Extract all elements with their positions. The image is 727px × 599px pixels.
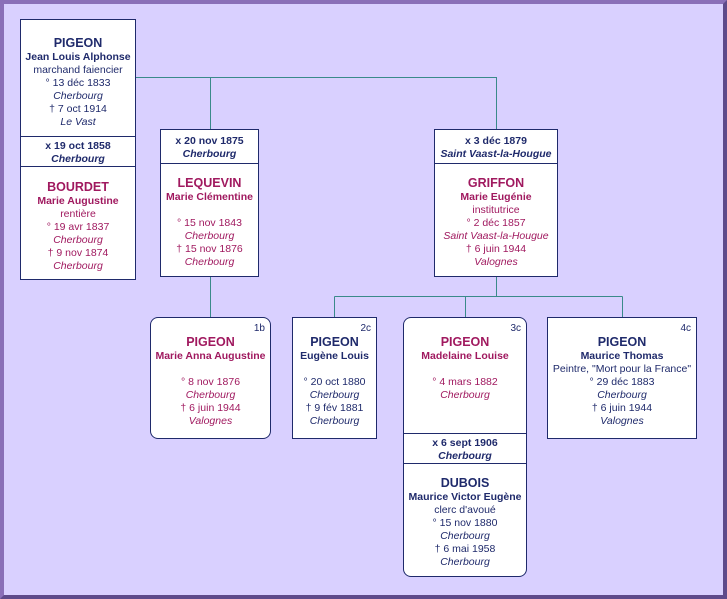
given-names: Marie Augustine <box>37 195 119 207</box>
given-names: Maurice Thomas <box>580 350 664 362</box>
death-place: Cherbourg <box>184 256 235 268</box>
child-index: 2c <box>360 323 371 334</box>
child-index: 3c <box>510 323 521 334</box>
marriage-place: Cherbourg <box>51 153 105 165</box>
death-date: † 7 oct 1914 <box>49 103 107 115</box>
given-names: Marie Anna Augustine <box>155 350 266 362</box>
given-names: Eugène Louis <box>300 350 369 362</box>
surname: PIGEON <box>597 335 647 349</box>
marriage-block: x 19 oct 1858 Cherbourg <box>21 136 135 166</box>
birth-date: ° 8 nov 1876 <box>180 376 241 388</box>
birth-date: ° 15 nov 1880 <box>432 517 498 529</box>
birth-date: ° 15 nov 1843 <box>177 217 242 229</box>
death-date: † 6 juin 1944 <box>465 243 527 255</box>
marriage-block: x 6 sept 1906 Cherbourg <box>404 433 526 463</box>
surname: GRIFFON <box>467 176 525 190</box>
marriage-place: Cherbourg <box>438 450 492 462</box>
marriage-date: x 20 nov 1875 <box>175 135 244 147</box>
child-box-madelaine-louise[interactable]: 3c PIGEON Madelaine Louise ° 4 mars 1882… <box>403 317 527 577</box>
spouse-box-griffon[interactable]: x 3 déc 1879 Saint Vaast-la-Hougue GRIFF… <box>434 129 558 277</box>
death-date: † 9 nov 1874 <box>47 247 109 259</box>
death-place: Cherbourg <box>440 556 490 568</box>
occupation: rentière <box>60 208 96 220</box>
birth-place: Cherbourg <box>440 530 490 542</box>
birth-date: ° 4 mars 1882 <box>432 376 498 388</box>
death-date: † 6 juin 1944 <box>180 402 241 414</box>
marriage-date: x 6 sept 1906 <box>432 437 498 449</box>
child-box-eugene-louis[interactable]: 2c PIGEON Eugène Louis ° 20 oct 1880 Che… <box>292 317 377 439</box>
marriage-place: Saint Vaast-la-Hougue <box>440 148 552 160</box>
birth-place: Cherbourg <box>440 389 490 401</box>
death-place: Cherbourg <box>309 415 360 427</box>
death-place: Valognes <box>474 256 518 268</box>
birth-place: Cherbourg <box>53 90 103 102</box>
surname: BOURDET <box>47 180 109 194</box>
death-place: Le Vast <box>60 116 96 128</box>
marriage-date: x 19 oct 1858 <box>45 140 111 152</box>
given-names: Maurice Victor Eugène <box>408 491 522 503</box>
birth-date: ° 29 déc 1883 <box>589 376 655 388</box>
given-names: Madelaine Louise <box>421 350 509 362</box>
birth-place: Cherbourg <box>184 230 235 242</box>
death-date: † 15 nov 1876 <box>176 243 243 255</box>
given-names: Marie Clémentine <box>166 191 253 203</box>
death-place: Cherbourg <box>53 260 103 272</box>
death-date: † 6 mai 1958 <box>434 543 496 555</box>
death-date: † 6 juin 1944 <box>591 402 653 414</box>
given-names: Jean Louis Alphonse <box>25 51 131 63</box>
birth-date: ° 2 déc 1857 <box>466 217 526 229</box>
birth-place: Cherbourg <box>185 389 236 401</box>
birth-date: ° 19 avr 1837 <box>46 221 110 233</box>
surname: PIGEON <box>53 36 103 50</box>
surname: PIGEON <box>186 335 235 349</box>
death-date: † 9 fév 1881 <box>305 402 364 414</box>
spouse-block-dubois: DUBOIS Maurice Victor Eugène clerc d'avo… <box>404 463 526 569</box>
surname: LEQUEVIN <box>177 176 242 190</box>
marriage-block: x 20 nov 1875 Cherbourg <box>161 135 258 163</box>
birth-place: Cherbourg <box>309 389 360 401</box>
spouse-box-lequevin[interactable]: x 20 nov 1875 Cherbourg LEQUEVIN Marie C… <box>160 129 259 277</box>
death-place: Valognes <box>188 415 233 427</box>
marriage-block: x 3 déc 1879 Saint Vaast-la-Hougue <box>435 135 557 163</box>
death-place: Valognes <box>600 415 644 427</box>
birth-date: ° 13 déc 1833 <box>45 77 111 89</box>
occupation: marchand faiencier <box>33 64 123 76</box>
occupation: clerc d'avoué <box>434 504 496 516</box>
child-index: 4c <box>680 323 691 334</box>
marriage-place: Cherbourg <box>182 148 237 160</box>
person-box-pigeon-root[interactable]: PIGEON Jean Louis Alphonse marchand faie… <box>20 19 136 280</box>
birth-place: Cherbourg <box>597 389 647 401</box>
child-box-marie-anna[interactable]: 1b PIGEON Marie Anna Augustine ° 8 nov 1… <box>150 317 271 439</box>
connector-line <box>135 77 497 130</box>
child-index: 1b <box>253 323 265 334</box>
surname: DUBOIS <box>440 476 490 490</box>
spouse-block-bourdet: BOURDET Marie Augustine rentière ° 19 av… <box>21 166 135 273</box>
marriage-date: x 3 déc 1879 <box>465 135 527 147</box>
child-box-maurice-thomas[interactable]: 4c PIGEON Maurice Thomas Peintre, "Mort … <box>547 317 697 439</box>
birth-place: Cherbourg <box>53 234 103 246</box>
birth-place: Saint Vaast-la-Hougue <box>443 230 549 242</box>
occupation: institutrice <box>472 204 520 216</box>
occupation: Peintre, "Mort pour la France" <box>552 363 692 375</box>
given-names: Marie Eugénie <box>460 191 532 203</box>
surname: PIGEON <box>310 335 359 349</box>
birth-date: ° 20 oct 1880 <box>303 376 366 388</box>
surname: PIGEON <box>440 335 490 349</box>
